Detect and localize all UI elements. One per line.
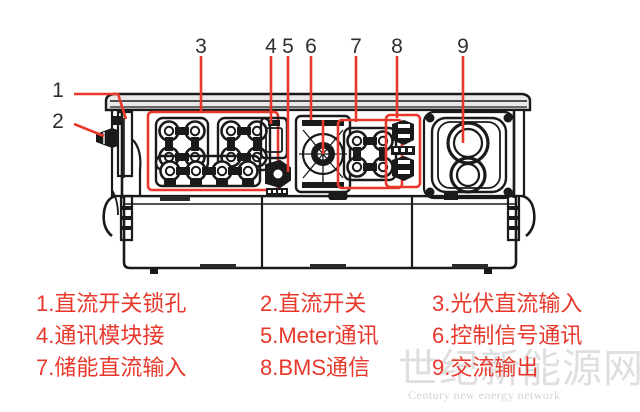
caption-item-2: 2.直流开关 [260,291,367,316]
caption-item-8: 8.BMS通信 [260,355,371,380]
highlight-box-bms [384,113,422,189]
callout-number-8: 8 [391,35,403,58]
caption-row-3: 7.储能直流输入 8.BMS通信 9.交流输出 [36,350,616,382]
callout-number-9: 9 [457,35,469,58]
pv-dc-input-block [146,110,280,192]
dc-switch-assembly [96,110,142,216]
leader-lines [73,56,465,172]
ac-output-ports [422,110,516,200]
caption-item-3: 3.光伏直流输入 [432,291,583,316]
leader-line-1 [74,92,128,120]
caption-legend: 1.直流开关锁孔 2.直流开关 3.光伏直流输入 4.通讯模块接 5.Meter… [36,286,616,382]
caption-row-2: 4.通讯模块接 5.Meter通讯 6.控制信号通讯 [36,318,616,350]
callout-number-6: 6 [305,35,317,58]
caption-row-1: 1.直流开关锁孔 2.直流开关 3.光伏直流输入 [36,286,616,318]
caption-item-9: 9.交流输出 [432,355,539,380]
leader-line-2 [73,122,105,138]
callout-number-1: 1 [52,79,64,102]
meter-communication-port [265,159,291,195]
callout-number-5: 5 [282,35,294,58]
caption-item-1: 1.直流开关锁孔 [36,291,187,316]
caption-item-6: 6.控制信号通讯 [432,323,583,348]
callout-number-2: 2 [52,110,64,133]
callout-number-7: 7 [350,35,362,58]
highlight-box-pv-dc-input [146,110,280,192]
caption-item-4: 4.通讯模块接 [36,323,165,348]
callout-number-3: 3 [195,35,207,58]
bms-communication-ports [384,113,422,189]
callout-number-4: 4 [265,35,277,58]
caption-item-5: 5.Meter通讯 [260,323,379,348]
communication-module-port [259,116,289,160]
caption-item-7: 7.储能直流输入 [36,355,187,380]
